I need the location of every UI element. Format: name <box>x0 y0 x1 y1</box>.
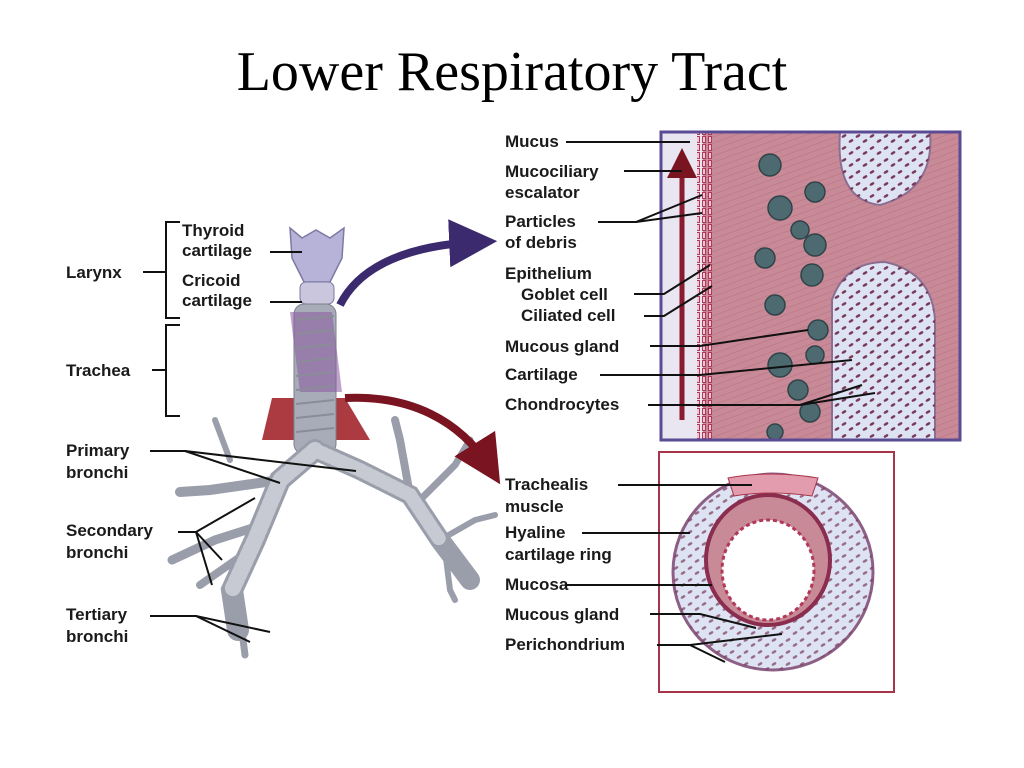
label-mucociliary-1: Mucociliary <box>505 162 599 181</box>
label-tertiary-2: bronchi <box>66 627 128 646</box>
label-primary-1: Primary <box>66 441 130 460</box>
label-secondary-2: bronchi <box>66 543 128 562</box>
label-secondary-1: Secondary <box>66 521 153 540</box>
page-title: Lower Respiratory Tract <box>236 41 788 103</box>
label-larynx: Larynx <box>66 263 122 282</box>
left-labels: Larynx Thyroid cartilage Cricoid cartila… <box>66 221 357 646</box>
detail-arrow-bottom <box>344 393 501 485</box>
label-trachealis-1: Trachealis <box>505 475 588 494</box>
cricoid-cartilage-shape <box>299 281 335 305</box>
label-perichondrium: Perichondrium <box>505 635 625 654</box>
label-epithelium: Epithelium <box>505 264 592 283</box>
label-particles-2: of debris <box>505 233 577 252</box>
label-ciliated: Ciliated cell <box>521 306 615 325</box>
label-thyroid-2: cartilage <box>182 241 252 260</box>
mucous-glands <box>754 153 829 441</box>
label-primary-2: bronchi <box>66 463 128 482</box>
label-hyaline-1: Hyaline <box>505 523 565 542</box>
histology-panel-longitudinal <box>659 130 962 442</box>
label-thyroid-1: Thyroid <box>182 221 244 240</box>
label-particles-1: Particles <box>505 212 576 231</box>
label-mucous-gland-top: Mucous gland <box>505 337 619 356</box>
ciliated-epithelium <box>697 132 713 440</box>
label-tertiary-1: Tertiary <box>66 605 128 624</box>
label-trachealis-2: muscle <box>505 497 564 516</box>
larynx-bracket <box>165 221 180 319</box>
label-cartilage: Cartilage <box>505 365 578 384</box>
histology-labels-bottom: Trachealis muscle Hyaline cartilage ring… <box>505 475 783 663</box>
lumen-shape <box>720 518 816 622</box>
label-mucociliary-2: escalator <box>505 183 580 202</box>
label-cricoid-1: Cricoid <box>182 271 241 290</box>
detail-arrow-top <box>336 219 498 307</box>
label-cricoid-2: cartilage <box>182 291 252 310</box>
histology-labels-top: Mucus Mucociliary escalator Particles of… <box>505 132 876 414</box>
label-mucosa: Mucosa <box>505 575 569 594</box>
label-hyaline-2: cartilage ring <box>505 545 612 564</box>
thyroid-cartilage-shape <box>289 226 345 283</box>
airway-illustration <box>167 219 501 659</box>
panel-frame-top <box>659 130 962 442</box>
label-chondrocytes: Chondrocytes <box>505 395 619 414</box>
label-trachea: Trachea <box>66 361 131 380</box>
histology-panel-cross-section <box>658 451 895 693</box>
trachea-bracket <box>165 324 180 417</box>
label-goblet: Goblet cell <box>521 285 608 304</box>
label-mucus: Mucus <box>505 132 559 151</box>
trachealis-muscle-shape <box>727 473 819 497</box>
label-mucous-gland-bottom: Mucous gland <box>505 605 619 624</box>
